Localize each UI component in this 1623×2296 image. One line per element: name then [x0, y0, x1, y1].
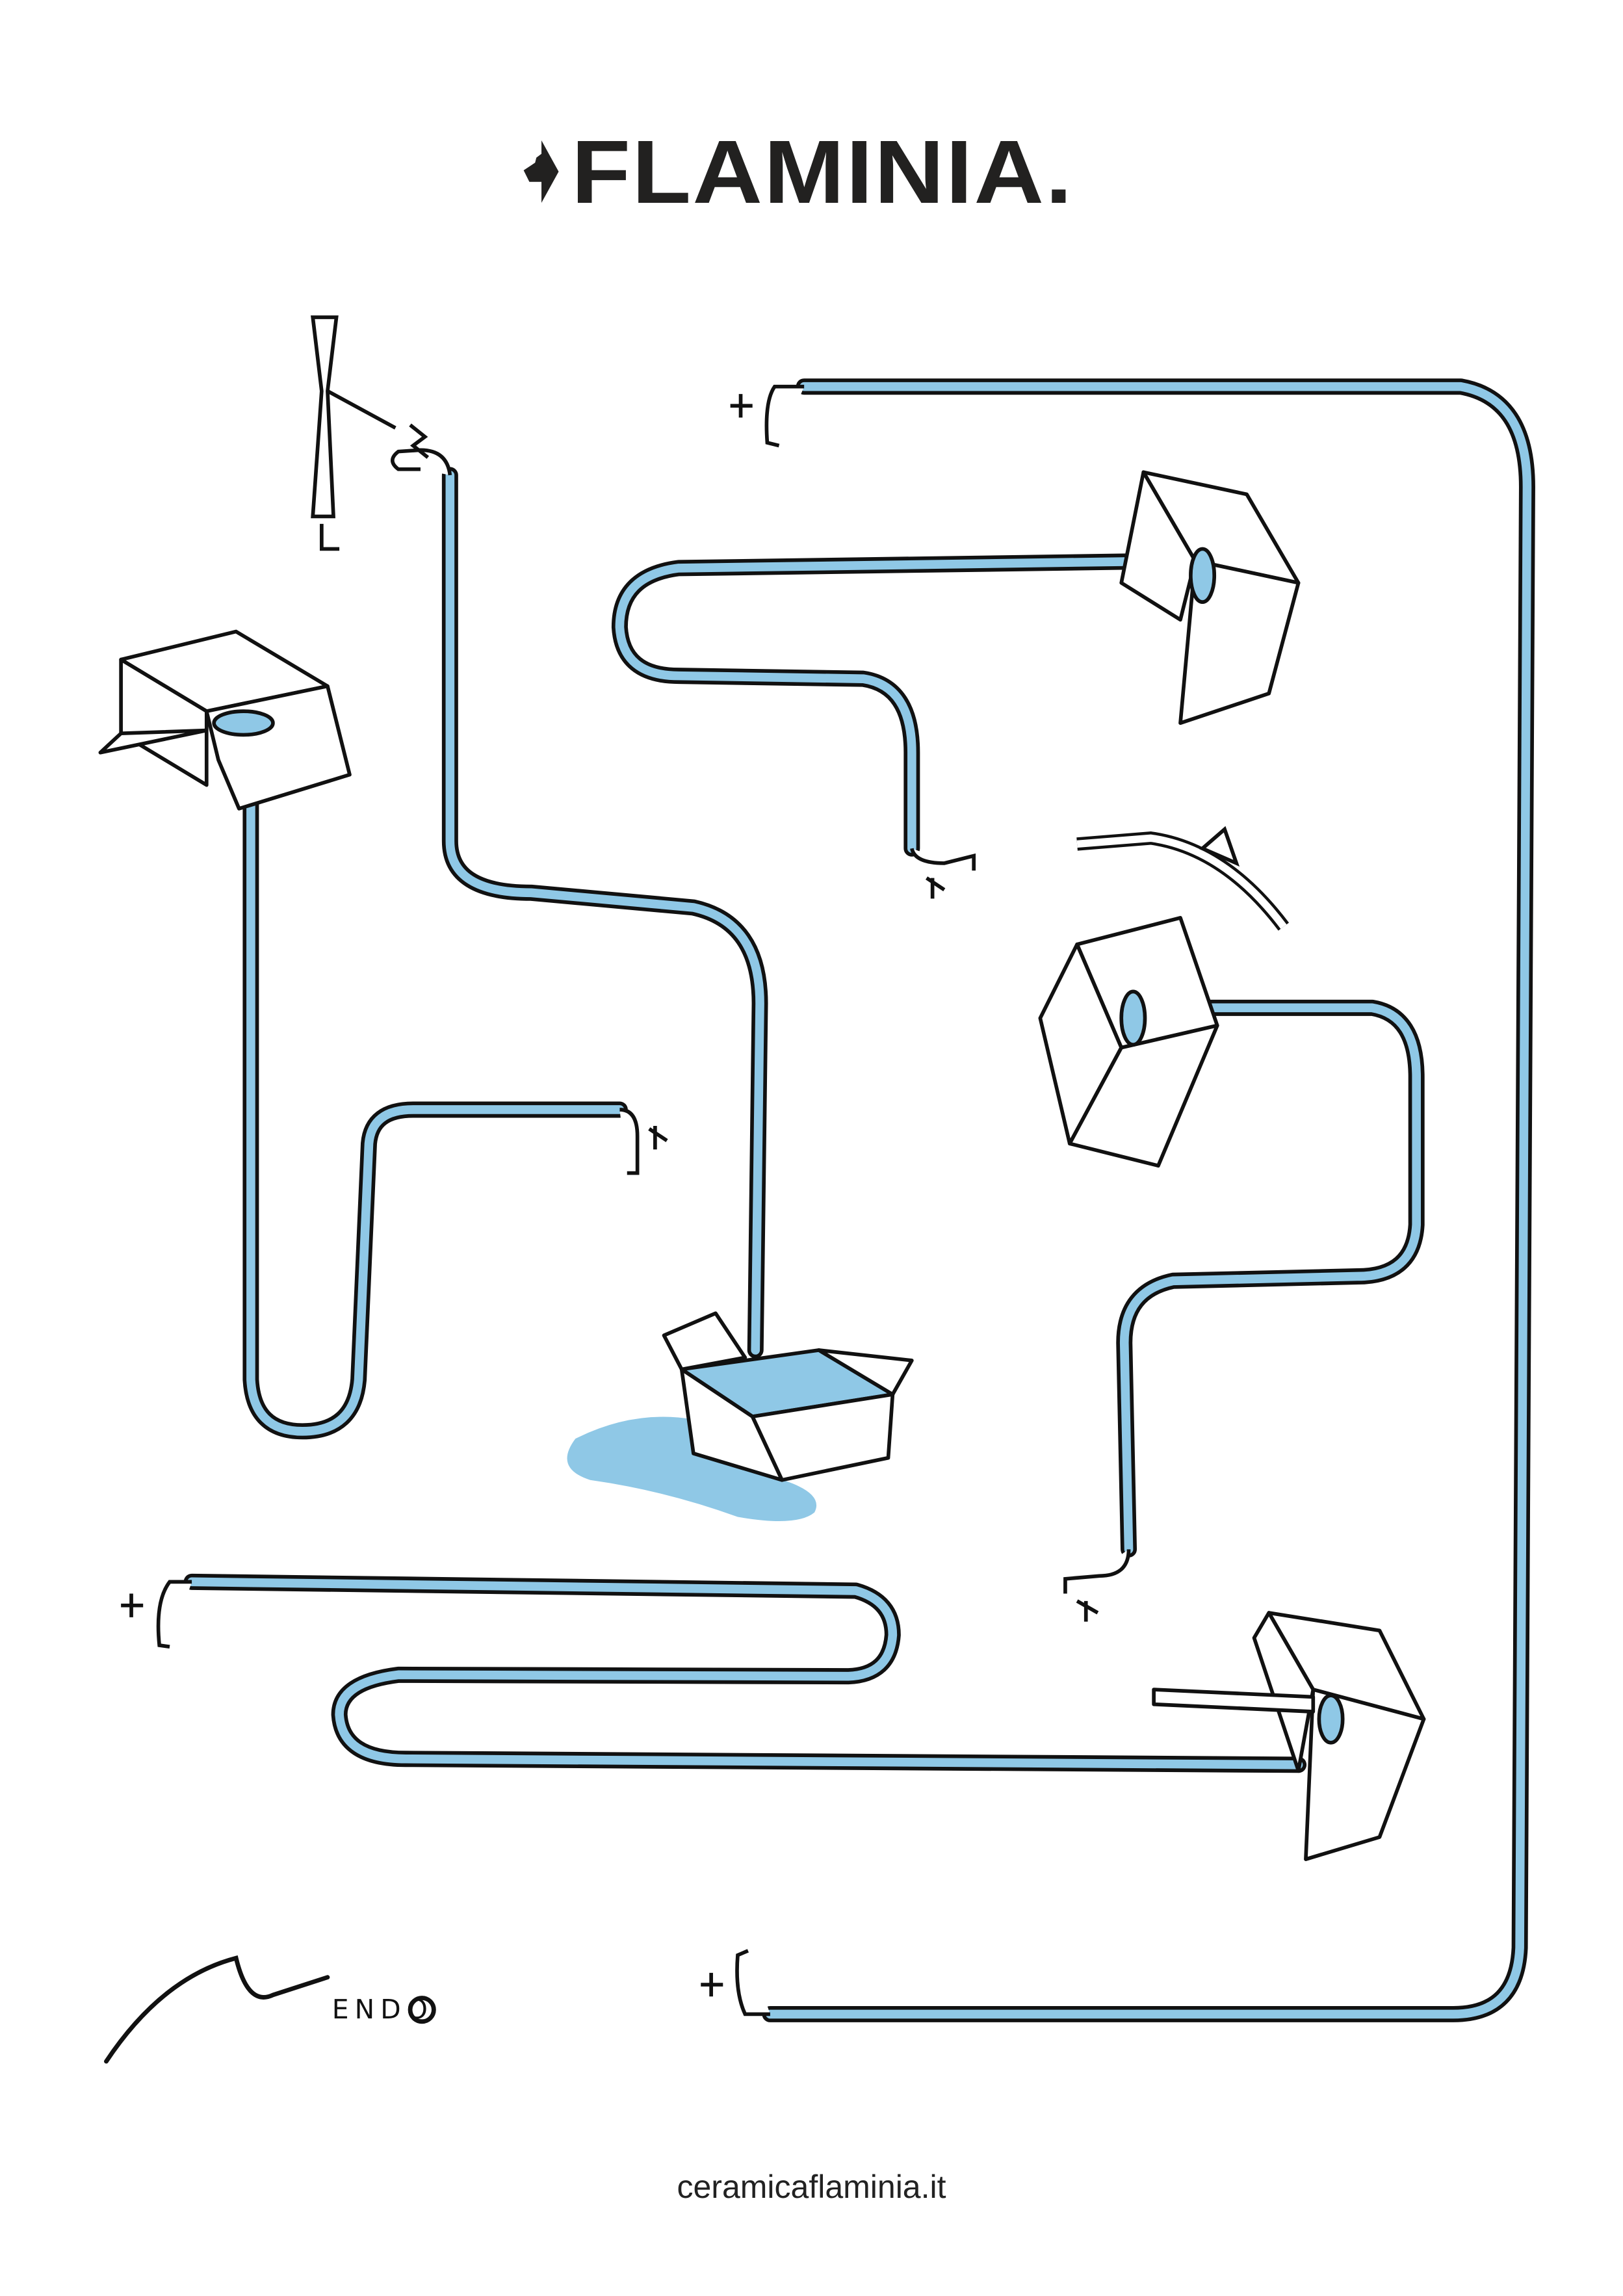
artist-signature: ENDO [104, 1955, 436, 2064]
faucet-mid-lower [1063, 1549, 1131, 1622]
box-top-right [1119, 470, 1301, 725]
faucet-top-center [730, 384, 805, 448]
website-url[interactable]: ceramicaflaminia.it [677, 2169, 946, 2205]
dog-head-arrow-icon [523, 140, 559, 203]
faucet-bottom-left [121, 1580, 192, 1649]
faucet-mid-left [619, 1108, 668, 1175]
broken-pipe-left [311, 315, 396, 551]
faucet-bottom-center [701, 1949, 770, 2016]
box-bottom-right [1152, 1611, 1426, 1861]
faucets [121, 315, 1290, 2016]
box-center [662, 1311, 914, 1482]
box-top-left [98, 629, 352, 811]
box-middle-right [1038, 916, 1219, 1168]
faucet-top-left [391, 423, 452, 476]
faucet-mid-top [910, 848, 976, 899]
brand-logo: FLAMINIA. [523, 127, 1072, 217]
broken-pipe-right [1076, 826, 1290, 931]
water-puddle [567, 1416, 817, 1522]
brand-name: FLAMINIA. [571, 122, 1074, 222]
